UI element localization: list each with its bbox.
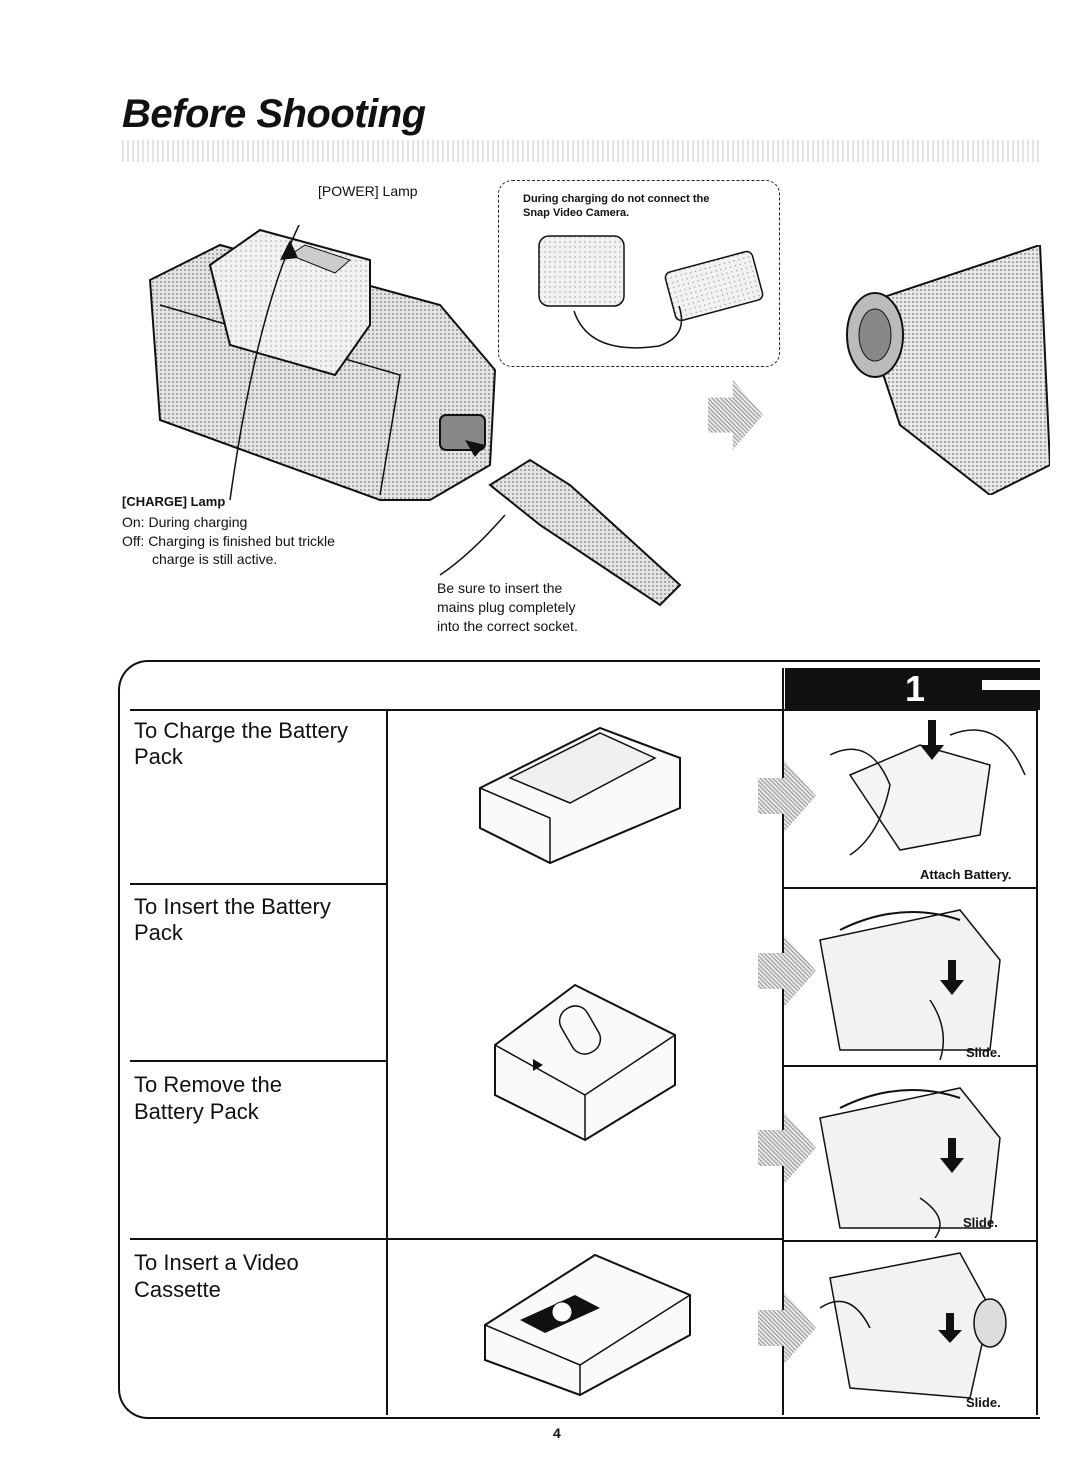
column-divider bbox=[1036, 709, 1038, 1415]
divider bbox=[130, 1238, 782, 1240]
step-heading-cassette-2: Cassette bbox=[134, 1277, 221, 1302]
steps-frame bbox=[118, 660, 1040, 1419]
warning-box: During charging do not connect the Snap … bbox=[498, 180, 780, 367]
warning-line-2: Snap Video Camera. bbox=[523, 207, 630, 219]
page-number: 4 bbox=[553, 1425, 561, 1441]
camera-charger-illustration bbox=[538, 235, 764, 349]
charger-base-illustration bbox=[479, 726, 681, 865]
plug-note-line-2: mains plug completely bbox=[437, 599, 576, 615]
step-number: 1 bbox=[905, 668, 926, 709]
plug-note-line-1: Be sure to insert the bbox=[437, 580, 563, 596]
arrow-right-icon bbox=[708, 380, 763, 450]
power-lamp-label: [POWER] Lamp bbox=[318, 183, 418, 199]
step-heading-cassette: To Insert a Video bbox=[134, 1250, 299, 1275]
divider bbox=[130, 709, 1038, 711]
step-heading-charge-2: Pack bbox=[134, 744, 183, 769]
divider bbox=[782, 887, 1038, 889]
step-heading-insert-2: Pack bbox=[134, 920, 183, 945]
charger-illustration bbox=[148, 225, 682, 607]
camera-illustration bbox=[846, 245, 1050, 495]
insert-cassette-illustration bbox=[819, 1252, 1007, 1399]
charge-lamp-label: [CHARGE] Lamp bbox=[122, 494, 226, 509]
step-caption-insert: Slide. bbox=[966, 1045, 1001, 1060]
attach-battery-illustration bbox=[829, 720, 1026, 856]
divider bbox=[130, 883, 386, 885]
step-caption-cassette: Slide. bbox=[966, 1395, 1001, 1410]
step-heading-insert: To Insert the Battery bbox=[134, 894, 331, 919]
remove-battery-illustration bbox=[819, 1087, 1001, 1238]
charge-lamp-on-text: On: During charging bbox=[122, 514, 248, 530]
video-cassette-illustration bbox=[484, 1253, 691, 1397]
badge-notch bbox=[982, 680, 1040, 690]
step-heading-remove: To Remove the bbox=[134, 1072, 282, 1097]
divider bbox=[782, 1065, 1038, 1067]
warning-line-1: During charging do not connect the bbox=[523, 193, 710, 205]
page-title: Before Shooting bbox=[122, 92, 426, 136]
step-caption-remove: Slide. bbox=[963, 1215, 998, 1230]
divider bbox=[130, 1060, 386, 1062]
charge-lamp-off-text-2: charge is still active. bbox=[152, 551, 278, 567]
column-divider bbox=[386, 709, 388, 1415]
insert-battery-illustration bbox=[819, 909, 1001, 1060]
step-caption-attach: Attach Battery. bbox=[920, 867, 1012, 882]
title-rule bbox=[122, 140, 1042, 162]
column-divider bbox=[782, 668, 784, 1415]
battery-pack-illustration bbox=[494, 983, 676, 1142]
step-heading-charge: To Charge the Battery bbox=[134, 718, 349, 743]
charge-lamp-off-text: Off: Charging is finished but trickle bbox=[122, 533, 335, 549]
step-heading-remove-2: Battery Pack bbox=[134, 1099, 259, 1124]
plug-note-line-3: into the correct socket. bbox=[437, 618, 578, 634]
divider bbox=[782, 1240, 1038, 1242]
